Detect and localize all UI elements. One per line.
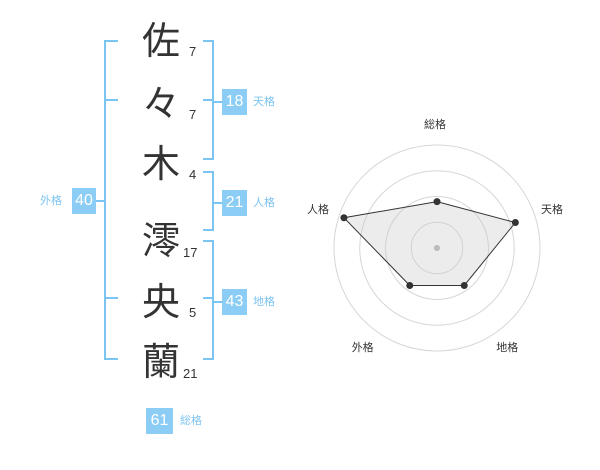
- bracket-tick: [214, 202, 222, 204]
- radar-ring: [359, 170, 515, 326]
- jinkaku-bracket: [203, 171, 214, 231]
- jinkaku-label: 人格: [253, 196, 275, 209]
- bracket-tick: [96, 200, 104, 202]
- stroke-count-3: 4: [189, 167, 197, 182]
- radar-center-dot: [434, 245, 440, 251]
- chikaku-badge: 43: [222, 289, 247, 315]
- stroke-count-4: 17: [183, 245, 198, 260]
- kanji-char-1: 佐: [142, 19, 181, 63]
- gaikaku-badge: 40: [72, 188, 96, 214]
- radar-axis-label: 総格: [424, 118, 446, 131]
- radar-axis-label: 外格: [351, 340, 374, 354]
- radar-series-polygon: [342, 201, 517, 286]
- tenkaku-label: 天格: [253, 95, 275, 108]
- stroke-count-5: 5: [189, 305, 197, 320]
- bracket-tick: [214, 101, 222, 103]
- radar-axis-label: 天格: [540, 202, 563, 216]
- gaikaku-bracket: [104, 40, 118, 360]
- radar-point-2: [511, 219, 519, 227]
- soukaku-label: 総格: [180, 414, 202, 427]
- kanji-char-4: 澪: [142, 219, 181, 263]
- stroke-count-6: 21: [183, 366, 198, 381]
- kanji-char-3: 木: [142, 142, 181, 186]
- radar-ring: [385, 196, 489, 300]
- bracket-tick: [104, 99, 118, 101]
- kanji-char-6: 蘭: [142, 340, 181, 384]
- chikaku-bracket: [203, 240, 214, 360]
- radar-ring: [410, 221, 464, 275]
- radar-point-5: [340, 214, 348, 222]
- stroke-count-1: 7: [189, 44, 197, 59]
- kanji-char-2: 々: [142, 82, 181, 126]
- radar-ring: [333, 144, 541, 352]
- gaikaku-label: 外格: [40, 194, 62, 207]
- jinkaku-badge: 21: [222, 190, 247, 216]
- radar-axis-label: 人格: [307, 202, 330, 216]
- radar-point-4: [406, 281, 414, 289]
- soukaku-badge: 61: [146, 408, 173, 434]
- kanji-char-5: 央: [142, 280, 181, 324]
- chikaku-label: 地格: [253, 295, 275, 308]
- radar-point-3: [460, 281, 468, 289]
- bracket-tick: [203, 297, 214, 299]
- radar-axis-label: 地格: [496, 340, 519, 354]
- stroke-count-2: 7: [189, 107, 197, 122]
- radar-point-1: [433, 198, 441, 206]
- bracket-tick: [104, 297, 118, 299]
- tenkaku-badge: 18: [222, 89, 247, 115]
- bracket-tick: [214, 301, 222, 303]
- bracket-tick: [203, 99, 214, 101]
